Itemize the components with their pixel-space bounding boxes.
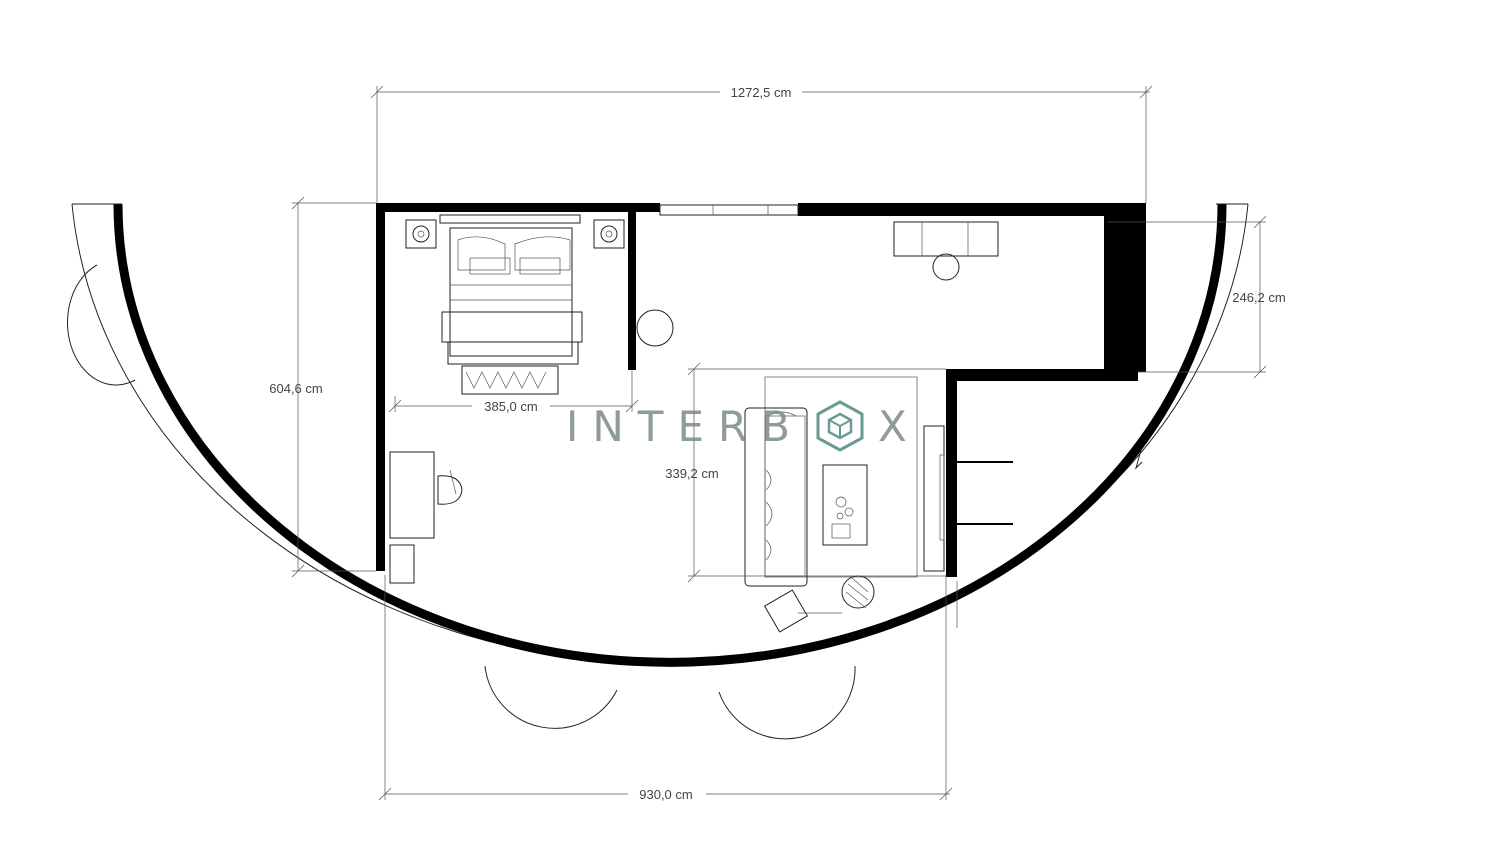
study-desk (389, 451, 463, 584)
watermark-left-text: INTERB (566, 402, 804, 451)
sofa (744, 407, 808, 587)
bed-rug (461, 365, 559, 395)
balcony-bumps (67, 264, 1143, 740)
outer-shell (71, 203, 1249, 667)
dimension-bottom-width: 930,0 cm (639, 787, 692, 802)
dimension-bedroom-width: 385,0 cm (484, 399, 537, 414)
interbox-watermark: INTERB X (566, 400, 921, 452)
dimension-right-height: 246,2 cm (1232, 290, 1285, 305)
watermark-right-text: X (878, 402, 921, 451)
dimension-left-height: 604,6 cm (269, 381, 322, 396)
dimension-living-depth: 339,2 cm (665, 466, 718, 481)
round-table (636, 309, 674, 347)
bed (439, 214, 583, 365)
coffee-table (822, 464, 868, 546)
top-desk (893, 221, 999, 281)
armchair (763, 575, 875, 633)
interior-walls (376, 203, 1146, 577)
dimension-total-width: 1272,5 cm (731, 85, 792, 100)
cube-logo-icon (816, 400, 864, 452)
nightstands (405, 219, 625, 249)
tv-console (923, 425, 945, 572)
